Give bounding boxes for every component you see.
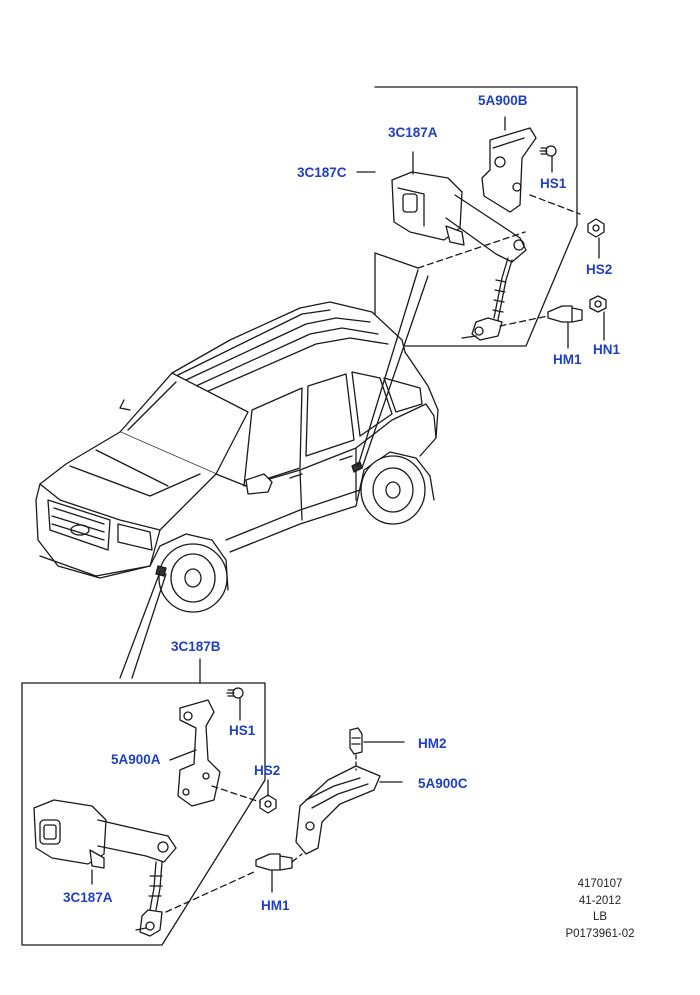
bottom-hm1-stud [255, 853, 303, 893]
vehicle-outline [35, 301, 439, 613]
reference-code: LB [592, 911, 608, 923]
bottom-hs2-bolt [211, 779, 277, 814]
top-hm1-stud [547, 305, 583, 349]
label-top-assembly-3c187c: 3C187C [297, 165, 347, 180]
top-height-sensor [391, 151, 549, 341]
label-bottom-hs1: HS1 [229, 723, 256, 738]
label-top-hs2: HS2 [586, 262, 613, 277]
top-detail-frame [356, 86, 578, 347]
bottom-bracket-5a900a [169, 699, 221, 807]
bottom-hs1-screw [226, 687, 244, 721]
reference-block: 4170107 41-2012 LB P0173961-02 [550, 878, 650, 940]
bottom-height-sensor [33, 799, 255, 937]
label-top-hm1: HM1 [553, 352, 582, 367]
bottom-detail-frame [21, 658, 266, 946]
bottom-bracket-5a900c [295, 765, 403, 855]
label-top-hs1: HS1 [540, 176, 567, 191]
bottom-hm2-bolt [349, 727, 405, 771]
label-bottom-assembly-3c187b: 3C187B [171, 639, 221, 654]
top-hs1-screw [539, 145, 557, 173]
reference-date: 41-2012 [578, 894, 622, 907]
reference-illustration-id: P0173961-02 [565, 927, 635, 940]
label-top-sensor-3c187a: 3C187A [388, 125, 438, 140]
top-bracket-5a900b [481, 116, 537, 213]
label-bottom-hs2: HS2 [254, 763, 281, 778]
label-bottom-bracket-5a900a: 5A900A [111, 752, 161, 767]
label-bottom-hm1: HM1 [261, 898, 290, 913]
top-hs2-bolt [529, 194, 605, 259]
label-bottom-bracket-5a900c: 5A900C [418, 776, 468, 791]
label-bottom-hm2: HM2 [418, 736, 447, 751]
label-top-bracket-5a900b: 5A900B [478, 93, 528, 108]
label-bottom-sensor-3c187a: 3C187A [63, 890, 113, 905]
reference-number: 4170107 [577, 878, 623, 890]
top-hn1-nut [589, 295, 607, 341]
callout-leaders [119, 269, 429, 679]
label-top-hn1: HN1 [593, 342, 621, 357]
